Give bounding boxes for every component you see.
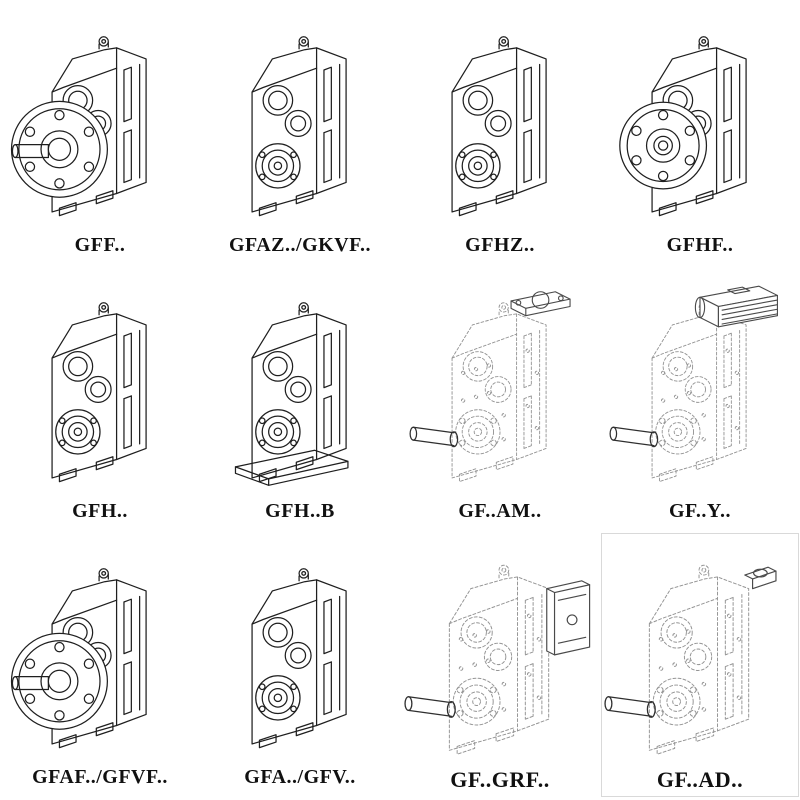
product-cell: GFHZ.. (400, 0, 600, 266)
gearbox-line-art-icon (251, 36, 347, 217)
product-cell: GF..GRF.. (400, 532, 600, 798)
gearbox-line-art-icon (234, 302, 349, 486)
gearbox-drawing-input-stub (600, 532, 800, 768)
gearbox-line-art-icon (51, 302, 147, 483)
product-cell: GFH.. (0, 266, 200, 532)
gearbox-line-art-icon (609, 285, 778, 483)
product-label: GFHZ.. (465, 234, 535, 256)
product-cell: GFF.. (0, 0, 200, 266)
product-cell: GFHF.. (600, 0, 800, 266)
gearbox-drawing-flange-output (0, 0, 200, 234)
gearbox-line-art-icon (451, 36, 547, 217)
product-label: GF..Y.. (668, 500, 732, 522)
gearbox-drawing-input-adapter (400, 532, 600, 768)
gearbox-drawing-input-flange (400, 266, 600, 500)
product-label: GFAZ../GKVF.. (228, 234, 372, 256)
product-label: GF..AD.. (656, 766, 744, 792)
gearbox-line-art-icon (409, 291, 571, 483)
gearbox-drawing-flange-face (600, 0, 800, 234)
gearbox-line-art-icon (10, 568, 147, 749)
product-label: GF..GRF.. (450, 766, 550, 792)
product-cell: GF..Y.. (600, 266, 800, 532)
gearbox-line-art-icon (10, 36, 147, 217)
product-label: GFHF.. (666, 234, 734, 256)
product-cell: GF..AM.. (400, 266, 600, 532)
product-cell: GFA../GFV.. (200, 532, 400, 798)
product-cell: GF..AD.. (600, 532, 800, 798)
gearbox-line-art-icon (251, 568, 347, 749)
product-cell: GFAZ../GKVF.. (200, 0, 400, 266)
product-cell: GFAF../GFVF.. (0, 532, 200, 798)
product-label: GFAF../GFVF.. (32, 766, 168, 788)
gearbox-drawing-foot-mounted (200, 266, 400, 500)
gearbox-drawing-hollow-shaft (0, 266, 200, 500)
gearbox-drawing-with-motor (600, 266, 800, 500)
product-label: GF..AM.. (458, 500, 542, 522)
gearbox-drawing-hollow-shaft (400, 0, 600, 234)
gearbox-line-art-icon (404, 564, 591, 755)
product-cell: GFH..B (200, 266, 400, 532)
product-label: GFF.. (74, 234, 126, 256)
gearbox-line-art-icon (619, 36, 747, 217)
gearbox-line-art-icon (604, 564, 777, 755)
gearbox-drawing-hollow-shaft (200, 532, 400, 766)
product-label: GFH..B (265, 500, 335, 522)
product-label: GFA../GFV.. (244, 766, 356, 788)
gearbox-drawing-flange-output (0, 532, 200, 766)
gearbox-drawing-hollow-shaft (200, 0, 400, 234)
product-label: GFH.. (72, 500, 128, 522)
